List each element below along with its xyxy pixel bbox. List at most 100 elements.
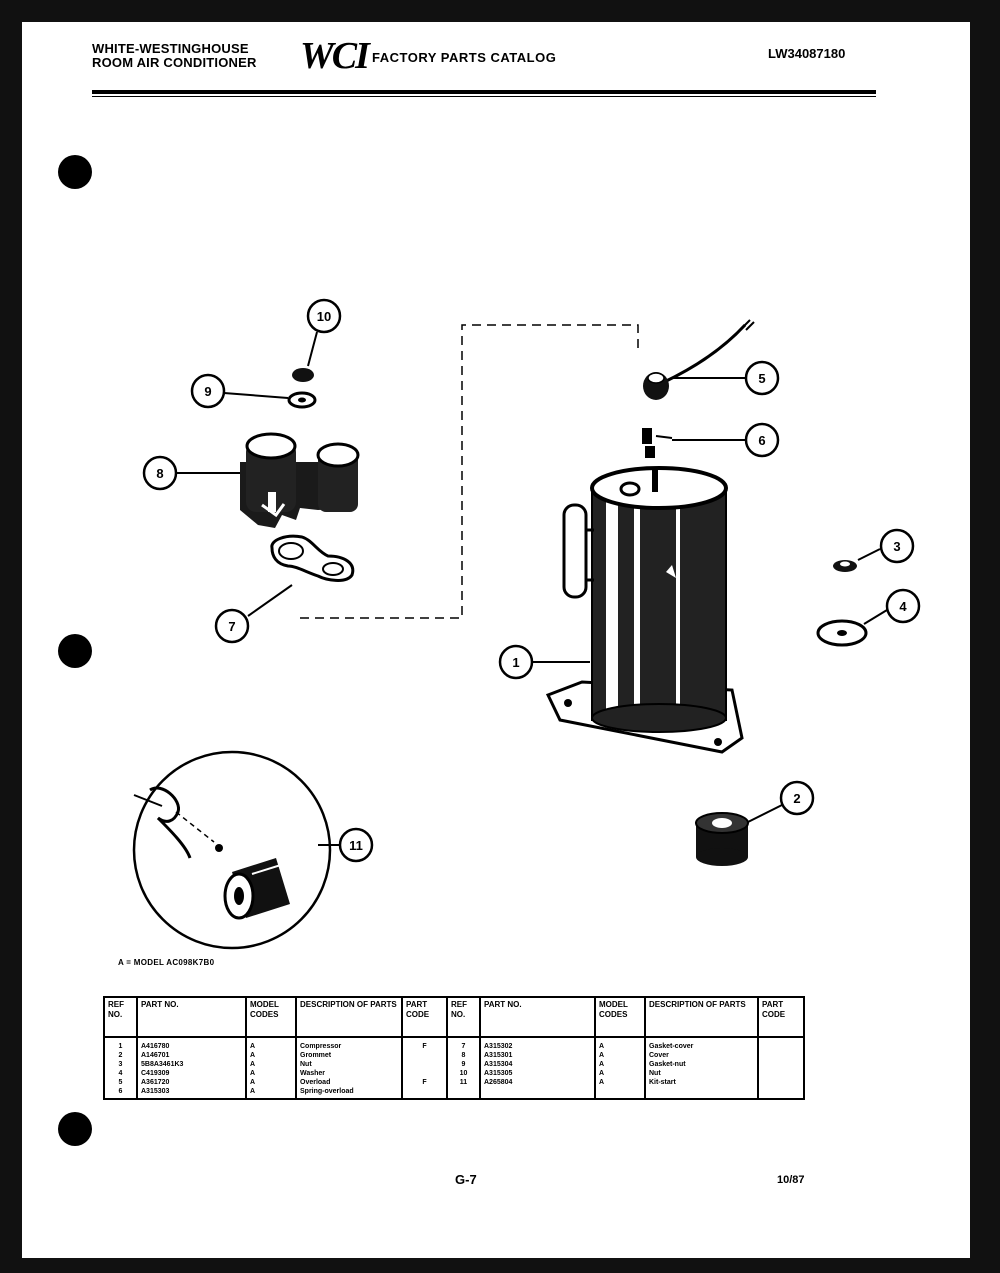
gasket-nut-hole bbox=[298, 397, 306, 403]
description: Gasket-cover bbox=[644, 1037, 759, 1051]
ref-no: 9 bbox=[446, 1060, 481, 1069]
ref-no: 11 bbox=[446, 1078, 481, 1087]
table-row: 6 A315303 A Spring-overload bbox=[103, 1087, 805, 1100]
model-code: A bbox=[245, 1078, 297, 1087]
ref-no: 3 bbox=[103, 1060, 138, 1069]
part-code bbox=[757, 1078, 805, 1087]
part-no: A315301 bbox=[479, 1051, 596, 1060]
ref-no: 4 bbox=[103, 1069, 138, 1078]
part-no: 5B8A3461K3 bbox=[136, 1060, 247, 1069]
ref-no: 6 bbox=[103, 1087, 138, 1100]
description: Cover bbox=[644, 1051, 759, 1060]
header-part-code: PART CODE bbox=[401, 996, 448, 1038]
part-no bbox=[479, 1087, 596, 1100]
part-code bbox=[401, 1069, 448, 1078]
model-code: A bbox=[245, 1060, 297, 1069]
part-no: A146701 bbox=[136, 1051, 247, 1060]
part-code: F bbox=[401, 1078, 448, 1087]
svg-text:2: 2 bbox=[793, 791, 800, 806]
header-part-no: PART NO. bbox=[479, 996, 596, 1038]
header-part-code: PART CODE bbox=[757, 996, 805, 1038]
callout-9: 9 bbox=[190, 373, 226, 409]
svg-text:1: 1 bbox=[512, 655, 519, 670]
leader-line bbox=[747, 804, 783, 823]
part-no: A361720 bbox=[136, 1078, 247, 1087]
description: Grommet bbox=[295, 1051, 403, 1060]
part-code bbox=[757, 1087, 805, 1100]
svg-text:11: 11 bbox=[349, 838, 363, 853]
svg-text:4: 4 bbox=[899, 599, 907, 614]
ref-no: 10 bbox=[446, 1069, 481, 1078]
catalog-title: FACTORY PARTS CATALOG bbox=[372, 50, 557, 65]
part-code bbox=[757, 1051, 805, 1060]
part-code bbox=[401, 1060, 448, 1069]
part-code bbox=[401, 1051, 448, 1060]
ref-no: 2 bbox=[103, 1051, 138, 1060]
header-rule bbox=[92, 90, 876, 94]
leader-line bbox=[307, 331, 318, 367]
table-row: 3 5B8A3461K3 A Nut 9 A315304 A Gasket-nu… bbox=[103, 1060, 805, 1069]
table-row: 1 A416780 A Compressor F 7 A315302 A Gas… bbox=[103, 1037, 805, 1051]
svg-text:6: 6 bbox=[758, 433, 765, 448]
binder-hole bbox=[58, 1112, 92, 1146]
table-row: 4 C419309 A Washer 10 A315305 A Nut bbox=[103, 1069, 805, 1078]
description: Overload bbox=[295, 1078, 403, 1087]
svg-text:8: 8 bbox=[156, 466, 163, 481]
callout-1: 1 bbox=[498, 644, 534, 680]
part-no: A315305 bbox=[479, 1069, 596, 1078]
compressor-drawing bbox=[545, 466, 744, 754]
part-no: A315303 bbox=[136, 1087, 247, 1100]
binder-hole bbox=[58, 155, 92, 189]
model-code-note: A = MODEL AC098K7B0 bbox=[118, 958, 215, 967]
callout-5: 5 bbox=[744, 360, 780, 396]
model-code: A bbox=[594, 1078, 646, 1087]
model-code: A bbox=[594, 1060, 646, 1069]
callout-10: 10 bbox=[306, 298, 342, 334]
header-ref-no: REF NO. bbox=[103, 996, 138, 1038]
table-row: 2 A146701 A Grommet 8 A315301 A Cover bbox=[103, 1051, 805, 1060]
brand-line-1: WHITE-WESTINGHOUSE bbox=[92, 41, 249, 56]
parts-table-header: REF NO. PART NO. MODEL CODES DESCRIPTION… bbox=[103, 996, 805, 1038]
binder-hole bbox=[58, 634, 92, 668]
part-code bbox=[757, 1037, 805, 1051]
model-code bbox=[594, 1087, 646, 1100]
ref-no: 7 bbox=[446, 1037, 481, 1051]
svg-text:5: 5 bbox=[758, 371, 765, 386]
cover-nut-drawing bbox=[292, 368, 314, 382]
description: Kit-start bbox=[644, 1078, 759, 1087]
part-code bbox=[757, 1069, 805, 1078]
callout-6: 6 bbox=[744, 422, 780, 458]
part-no: A315304 bbox=[479, 1060, 596, 1069]
brand-name: WHITE-WESTINGHOUSE ROOM AIR CONDITIONER bbox=[92, 42, 257, 70]
svg-text:10: 10 bbox=[317, 309, 331, 324]
leader-line bbox=[857, 548, 881, 561]
svg-text:7: 7 bbox=[228, 619, 235, 634]
ref-no: 8 bbox=[446, 1051, 481, 1060]
dashed-connector bbox=[300, 324, 639, 619]
model-code: A bbox=[594, 1051, 646, 1060]
header-description: DESCRIPTION OF PARTS bbox=[295, 996, 403, 1038]
start-kit-drawing bbox=[132, 750, 332, 950]
leader-line bbox=[223, 392, 289, 399]
part-no: A416780 bbox=[136, 1037, 247, 1051]
callout-4: 4 bbox=[885, 588, 921, 624]
page-date: 10/87 bbox=[777, 1174, 805, 1186]
model-code: A bbox=[594, 1037, 646, 1051]
washer-hole bbox=[837, 630, 847, 636]
model-code: A bbox=[245, 1087, 297, 1100]
catalog-number: LW34087180 bbox=[768, 46, 846, 61]
svg-text:3: 3 bbox=[893, 539, 900, 554]
ref-no: 5 bbox=[103, 1078, 138, 1087]
header-ref-no: REF NO. bbox=[446, 996, 481, 1038]
callout-8: 8 bbox=[142, 455, 178, 491]
description: Compressor bbox=[295, 1037, 403, 1051]
description: Spring-overload bbox=[295, 1087, 403, 1100]
callout-3: 3 bbox=[879, 528, 915, 564]
leader-line bbox=[863, 609, 888, 625]
part-no: A265804 bbox=[479, 1078, 596, 1087]
ref-no bbox=[446, 1087, 481, 1100]
table-row: 5 A361720 A Overload F 11 A265804 A Kit-… bbox=[103, 1078, 805, 1087]
terminal-cover-drawing bbox=[240, 432, 360, 528]
header-rule-thin bbox=[92, 96, 876, 97]
